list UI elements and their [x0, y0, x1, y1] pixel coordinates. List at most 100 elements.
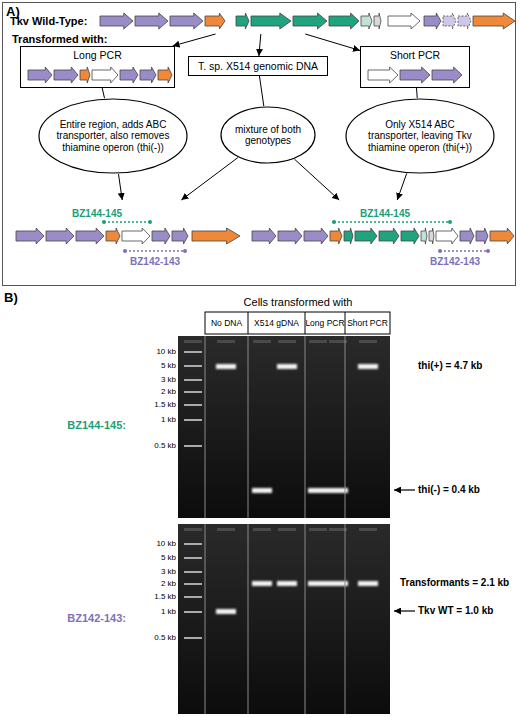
gene-arrow — [304, 228, 328, 244]
gene-arrow — [106, 228, 120, 244]
node-text: mixture of both genotypes — [228, 124, 308, 147]
outcome-ellipse: Only X514 ABC transporter, leaving Tkv t… — [345, 98, 495, 174]
gene-row — [16, 220, 240, 253]
primer-bracket — [334, 221, 450, 223]
gene-arrow — [252, 228, 276, 244]
gene-arrow — [388, 13, 420, 29]
node-text: BZ144-145 — [72, 208, 122, 219]
label-text: Short PCR — [345, 318, 390, 328]
outcome-ellipse: Entire region, adds ABC transporter, als… — [38, 98, 188, 174]
label-text: 3 kb — [161, 375, 176, 384]
connector-arrow — [102, 88, 104, 98]
label-text: thi(+) = 4.7 kb — [418, 360, 482, 371]
gene-arrow — [476, 228, 488, 244]
label-text: 0.5 kb — [154, 633, 176, 642]
gene-arrow — [436, 228, 458, 244]
gene-arrow — [379, 228, 399, 244]
primer-end — [183, 249, 187, 253]
connector-arrow — [259, 76, 263, 106]
gene-arrow — [429, 228, 434, 244]
label-text: BZ142-143: — [67, 612, 126, 624]
gene-arrow — [236, 13, 249, 29]
gene-arrow — [374, 13, 381, 29]
node-text: Only X514 ABC transporter, leaving Tkv t… — [361, 119, 479, 154]
header-frame — [205, 312, 390, 334]
gene-arrow — [122, 228, 150, 244]
label-text: 10 kb — [156, 347, 176, 356]
gene-arrow — [355, 228, 377, 244]
gene-arrow — [401, 228, 419, 244]
source-box: Long PCR — [20, 46, 175, 88]
gene-arrow — [251, 13, 291, 29]
primer-bracket — [125, 250, 185, 252]
gene-arrow — [421, 228, 427, 244]
primer-end — [102, 220, 106, 224]
label-text: Long PCR — [305, 318, 345, 328]
label-text: 1.5 kb — [154, 592, 176, 601]
connector-arrow — [305, 34, 360, 50]
gene-arrow — [432, 67, 462, 83]
gene-arrow — [443, 13, 456, 29]
connector-arrow — [294, 159, 339, 200]
gene-arrow — [92, 67, 118, 83]
label-text: 10 kb — [156, 539, 176, 548]
connector-arrow — [397, 173, 406, 200]
label-text: 5 kb — [161, 553, 176, 562]
gene-arrow — [76, 228, 104, 244]
gene-arrow — [278, 228, 302, 244]
wells — [184, 340, 377, 531]
source-box: Short PCR — [360, 46, 470, 88]
label-text: 2 kb — [161, 579, 176, 588]
label-text: 1 kb — [161, 415, 176, 424]
label-text: X514 gDNA — [248, 318, 305, 328]
ellipse-shape — [346, 99, 494, 173]
primer-bracket — [440, 250, 488, 252]
dna-bands — [216, 364, 378, 614]
connector-arrow — [181, 158, 238, 200]
gene-arrow — [424, 13, 441, 29]
label-text: No DNA — [205, 318, 248, 328]
node-text: Long PCR — [20, 49, 175, 61]
node-text: BZ144-145 — [360, 208, 410, 219]
header-divider — [248, 312, 249, 334]
gene-arrow — [140, 67, 156, 83]
gene-row — [28, 67, 172, 83]
gene-arrow — [120, 67, 138, 83]
ladder-bands — [184, 351, 202, 639]
gene-arrow — [458, 13, 471, 29]
gel-image — [178, 336, 390, 714]
gene-arrow — [28, 67, 52, 83]
gel — [178, 524, 390, 714]
label-text: Cells transformed with — [198, 296, 398, 308]
header-divider — [305, 312, 306, 334]
label-text: thi(-) = 0.4 kb — [418, 484, 480, 495]
gene-arrow — [473, 13, 515, 29]
primer-end — [486, 249, 490, 253]
lane-dividers — [205, 336, 345, 714]
gene-arrow — [170, 13, 203, 29]
outcome-ellipse: mixture of both genotypes — [220, 106, 316, 164]
label-text: 1.5 kb — [154, 400, 176, 409]
label-text: Transformed with: — [12, 33, 107, 45]
primer-end — [123, 249, 127, 253]
primer-end — [148, 220, 152, 224]
node-text: Short PCR — [360, 49, 470, 61]
gene-arrow — [80, 67, 90, 83]
gene-arrow — [329, 13, 359, 29]
label-text: Tkv WT = 1.0 kb — [418, 605, 493, 616]
label-text: 5 kb — [161, 361, 176, 370]
pointer-arrow — [394, 610, 415, 611]
gene-arrow — [100, 13, 133, 29]
gene-arrow — [330, 228, 342, 244]
gel — [178, 336, 390, 518]
label-text: BZ144-145: — [67, 419, 126, 431]
gene-arrow — [172, 228, 188, 244]
gene-arrow — [400, 67, 430, 83]
gene-row — [368, 67, 462, 83]
ellipse-shape — [39, 99, 187, 173]
primer-end — [332, 220, 336, 224]
node-text: T. sp. X514 genomic DNA — [189, 60, 327, 72]
gene-arrow — [158, 67, 172, 83]
node-text: Entire region, adds ABC transporter, als… — [54, 119, 172, 154]
